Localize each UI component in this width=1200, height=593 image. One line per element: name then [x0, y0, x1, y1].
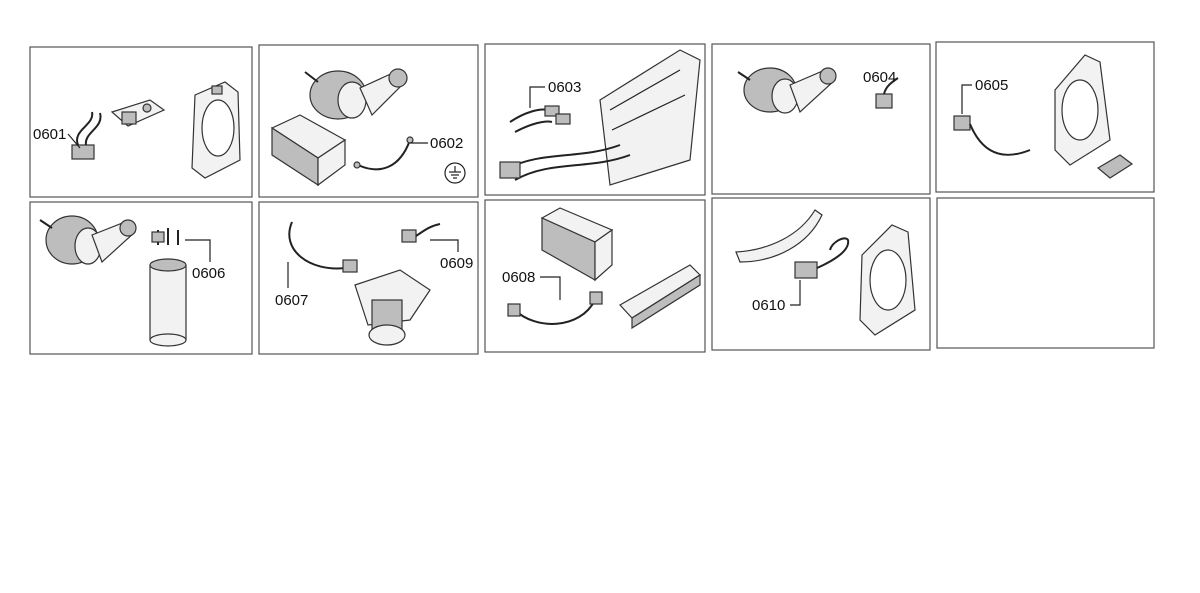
part-label-0608: 0608 — [502, 269, 535, 286]
motor-part-drawing — [304, 68, 408, 120]
part-label-0601: 0601 — [33, 126, 66, 143]
panel-empty — [936, 197, 1155, 349]
panel-frame — [29, 201, 253, 355]
housing-part-drawing — [859, 224, 916, 336]
leader-line — [790, 280, 801, 306]
capacitor-drawing — [149, 228, 187, 347]
leader-line — [67, 133, 81, 149]
housing-part-drawing — [191, 81, 241, 179]
bracket-part-drawing — [110, 99, 166, 127]
part-label-0604: 0604 — [863, 69, 896, 86]
panel-0608: 0608 — [484, 199, 706, 353]
gasket-strip-drawing — [735, 209, 823, 263]
leader-line — [529, 86, 545, 108]
part-label-0609: 0609 — [440, 255, 473, 272]
leader-line — [540, 276, 561, 300]
panel-0602: 0602 — [258, 44, 479, 198]
ground-symbol-icon — [444, 162, 466, 184]
part-label-0605: 0605 — [975, 77, 1008, 94]
panel-frame — [484, 43, 706, 196]
sensor-wire-drawing — [953, 115, 1031, 156]
part-label-0603: 0603 — [548, 79, 581, 96]
panel-frame — [936, 197, 1155, 349]
panel-0603: 0603 — [484, 43, 706, 196]
leader-line — [961, 84, 972, 114]
panel-frame — [258, 201, 479, 355]
panel-frame — [711, 43, 931, 195]
panel-0610: 0610 — [711, 197, 931, 351]
part-label-0607: 0607 — [275, 292, 308, 309]
leader-line — [430, 239, 459, 252]
panel-frame — [711, 197, 931, 351]
wire-harness-drawing — [507, 291, 603, 325]
plug-part-drawing — [1096, 154, 1134, 179]
part-label-0610: 0610 — [752, 297, 785, 314]
leader-line — [185, 239, 211, 262]
panel-0606: 0606 — [29, 201, 253, 355]
connector-part-drawing — [71, 111, 102, 160]
panel-0607-0609: 0607 0609 — [258, 201, 479, 355]
part-label-0606: 0606 — [192, 265, 225, 282]
wire-harness-drawing — [288, 221, 358, 273]
panel-frame — [935, 41, 1155, 193]
control-board-drawing — [270, 114, 347, 187]
wire-harness-drawing — [499, 49, 701, 186]
panel-0604: 0604 — [711, 43, 931, 195]
panel-frame — [258, 44, 479, 198]
panel-0605: 0605 — [935, 41, 1155, 193]
panel-0601: 0601 — [29, 46, 253, 198]
connector-part-drawing — [509, 105, 571, 133]
control-board-drawing — [540, 207, 614, 282]
sensor-wire-drawing — [794, 237, 850, 279]
display-board-drawing — [619, 264, 701, 330]
housing-part-drawing — [1054, 54, 1111, 166]
ground-wire-drawing — [353, 136, 414, 171]
motor-part-drawing — [737, 67, 837, 114]
part-label-0602: 0602 — [430, 135, 463, 152]
connector-part-drawing — [875, 77, 899, 109]
panel-frame — [29, 46, 253, 198]
valve-assembly-drawing — [354, 269, 431, 346]
panel-frame — [484, 199, 706, 353]
motor-part-drawing — [39, 215, 137, 265]
connector-part-drawing — [401, 223, 441, 243]
